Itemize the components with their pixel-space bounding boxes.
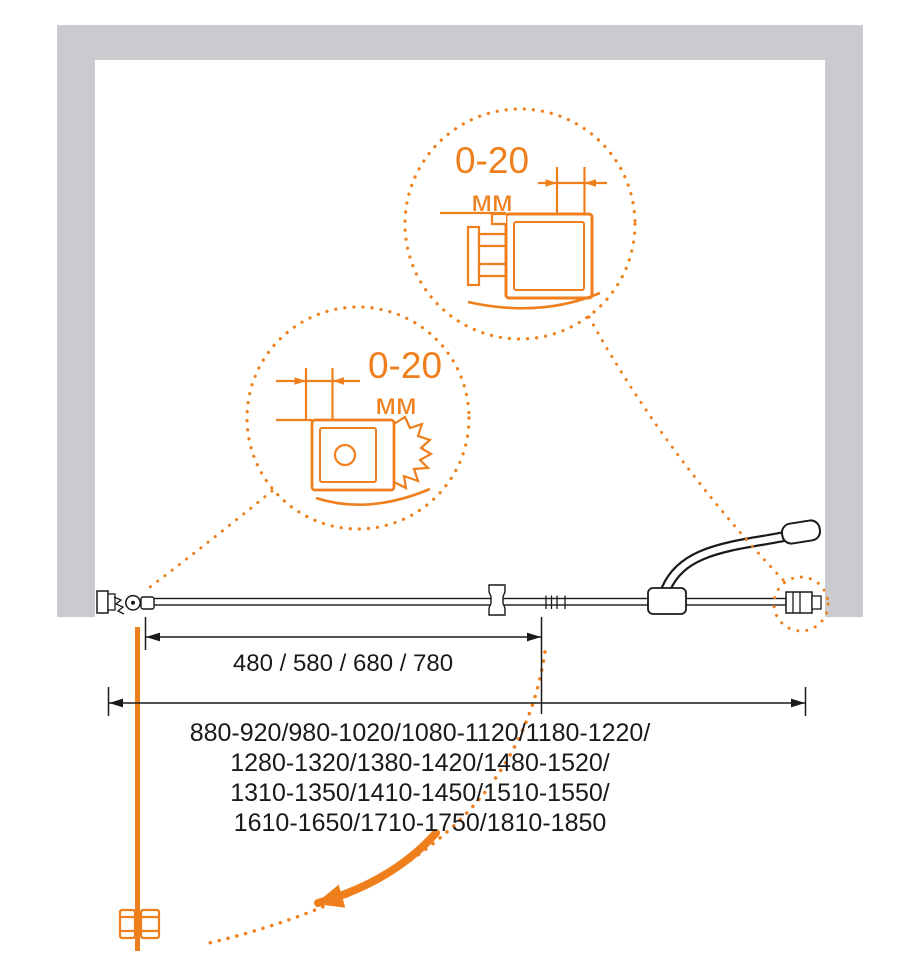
profile-section-top [440, 211, 601, 310]
handle-bracket [647, 587, 687, 615]
door-plan-view [96, 519, 822, 616]
detail-callout-left: 0-20 мм [245, 305, 471, 531]
gap-dimension-left [276, 368, 360, 419]
profile-serration [393, 415, 434, 490]
dimension-door-width: 480 / 580 / 680 / 780 [144, 617, 543, 714]
door-panel-plan [151, 597, 787, 606]
gap-unit-left: мм [375, 388, 416, 421]
wall-left [57, 25, 95, 617]
wall-frame [57, 25, 863, 617]
detail-circle-top [403, 107, 637, 341]
handle-end-cap [780, 519, 822, 545]
right-wall-profile [785, 591, 822, 614]
wall-right [825, 25, 863, 617]
overall-width-line-2: 1280-1320/1380-1420/1480-1520/ [230, 749, 610, 777]
gap-value-top: 0-20 [455, 140, 529, 181]
handle-plan [647, 519, 822, 615]
leader-left-detail [148, 489, 274, 589]
swing-arrow [314, 829, 440, 908]
gap-value-left: 0-20 [368, 345, 442, 386]
profile-section-left [276, 415, 434, 506]
gap-unit-top: мм [471, 185, 512, 218]
overall-width-line-4: 1610-1650/1710-1750/1810-1850 [234, 809, 607, 837]
detail-marker-circle [772, 575, 830, 633]
seal-ticks [545, 595, 566, 609]
door-width-label: 480 / 580 / 680 / 780 [233, 650, 453, 677]
door-swing [118, 627, 547, 951]
overall-width-line-3: 1310-1350/1410-1450/1510-1550/ [230, 779, 610, 807]
left-pivot-hardware [96, 590, 155, 615]
detail-callout-top: 0-20 мм [403, 107, 637, 341]
hinge-icon [118, 908, 161, 940]
overall-width-line-1: 880-920/980-1020/1080-1120/1180-1220/ [190, 719, 651, 747]
door-knob-plan [488, 584, 506, 616]
leader-lines [148, 315, 830, 633]
wall-top [57, 25, 863, 60]
gap-dimension-top [538, 167, 607, 213]
dimension-overall-width: 880-920/980-1020/1080-1120/1180-1220/ 12… [107, 687, 807, 837]
detail-circle-left [245, 305, 471, 531]
